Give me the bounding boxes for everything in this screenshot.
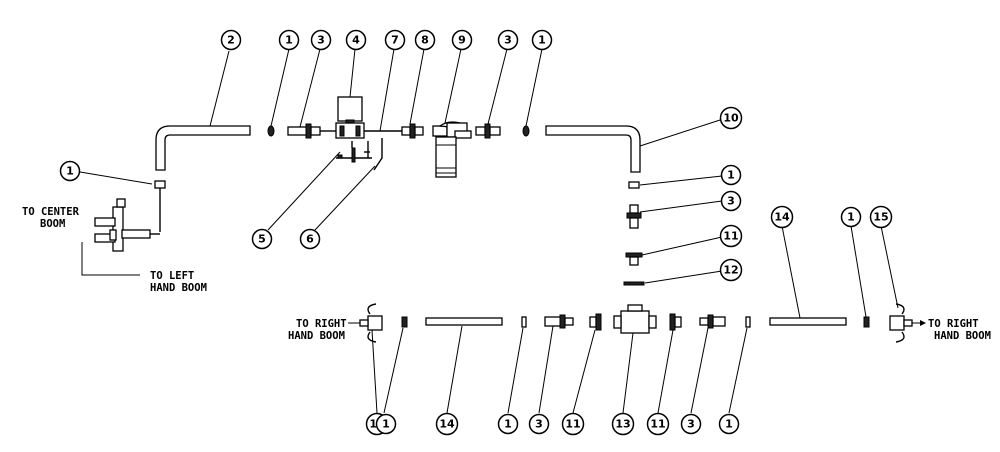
leader-lines — [79, 48, 899, 414]
to-right-hand-boom-left-label: TO RIGHT HAND BOOM — [288, 318, 353, 342]
callout-11-bottom-a: 11 — [561, 412, 585, 436]
drop-clamp — [628, 181, 640, 189]
svg-text:3: 3 — [727, 195, 735, 208]
svg-text:1: 1 — [382, 418, 390, 431]
callout-1-bottom-second: 1 — [497, 413, 519, 435]
callout-1-bottom-third: 1 — [718, 413, 740, 435]
callout-3-drop: 3 — [720, 190, 742, 212]
callout-8: 8 — [414, 29, 436, 51]
svg-text:11: 11 — [723, 230, 738, 243]
svg-text:3: 3 — [535, 418, 543, 431]
top-clamp-a — [267, 125, 275, 137]
callout-3-bottom-b: 3 — [680, 413, 702, 435]
callout-1-left-clamp: 1 — [59, 160, 81, 182]
bottom-clamp-b — [521, 316, 527, 328]
svg-text:13: 13 — [615, 418, 630, 431]
svg-text:11: 11 — [650, 418, 665, 431]
drop-gasket — [623, 281, 645, 286]
svg-text:1: 1 — [66, 165, 74, 178]
bottom-barb-fitting-b — [699, 314, 726, 329]
callout-14-left: 14 — [435, 412, 459, 436]
svg-text:3: 3 — [687, 418, 695, 431]
svg-text:8: 8 — [421, 34, 429, 47]
callout-3-bottom-a: 3 — [528, 413, 550, 435]
to-center-boom-label: TO CENTER BOOM — [22, 206, 85, 230]
svg-text:1: 1 — [538, 34, 546, 47]
callout-1-top-a: 1 — [278, 29, 300, 51]
left-elbow-hose — [155, 125, 251, 171]
callout-9: 9 — [451, 29, 473, 51]
left-nozzle-fitting — [359, 303, 383, 343]
svg-text:7: 7 — [391, 34, 399, 47]
bottom-clamp-c — [745, 316, 751, 328]
svg-text:14: 14 — [774, 211, 790, 224]
svg-text:2: 2 — [227, 34, 235, 47]
bottom-clamp-d — [863, 316, 870, 328]
svg-text:12: 12 — [723, 264, 738, 277]
bottom-clamp-a — [401, 316, 408, 328]
callout-1-top-b: 1 — [531, 29, 553, 51]
left-hose-clamp — [154, 180, 166, 189]
bottom-adapter-a — [589, 313, 602, 331]
bottom-adapter-b — [669, 313, 682, 331]
svg-text:4: 4 — [352, 34, 360, 47]
svg-text:1: 1 — [727, 169, 735, 182]
right-elbow-hose — [545, 125, 641, 173]
svg-text:1: 1 — [725, 418, 733, 431]
svg-text:3: 3 — [504, 34, 512, 47]
right-nozzle-fitting — [889, 303, 913, 343]
drop-barb-fitting — [626, 204, 642, 229]
callout-15-right: 15 — [869, 205, 893, 229]
right-arrow — [912, 320, 926, 326]
callout-4: 4 — [345, 29, 367, 51]
callout-3-top-a: 3 — [310, 29, 332, 51]
bottom-barb-fitting-a — [544, 314, 574, 329]
svg-text:10: 10 — [723, 112, 739, 125]
callout-5: 5 — [251, 228, 273, 250]
bottom-hose-right — [769, 317, 847, 326]
bracket-strap — [373, 138, 383, 171]
center-tee — [613, 304, 657, 334]
svg-text:1: 1 — [847, 211, 855, 224]
top-clamp-b — [522, 125, 530, 137]
svg-text:15: 15 — [873, 211, 888, 224]
left-tee-fitting — [94, 188, 161, 252]
mounting-bracket — [336, 141, 372, 163]
to-right-hand-boom-right-label: TO RIGHT HAND BOOM — [928, 318, 991, 342]
callout-1-right: 1 — [840, 206, 862, 228]
svg-text:1: 1 — [285, 34, 293, 47]
line-strainer — [432, 121, 472, 178]
callout-2: 2 — [220, 29, 242, 51]
svg-text:3: 3 — [317, 34, 325, 47]
left-hand-boom-leader — [81, 242, 140, 276]
callout-13: 13 — [611, 412, 635, 436]
callout-11-bottom-b: 11 — [646, 412, 670, 436]
callout-7: 7 — [384, 29, 406, 51]
svg-text:6: 6 — [306, 233, 314, 246]
callout-1-drop: 1 — [720, 164, 742, 186]
callout-14-right: 14 — [770, 205, 794, 229]
callout-10: 10 — [719, 106, 743, 130]
solenoid-valve — [320, 96, 402, 139]
callout-3-top-b: 3 — [497, 29, 519, 51]
top-barb-fitting-c — [475, 123, 501, 139]
callout-1-bottom-first: 1 — [375, 413, 397, 435]
to-left-hand-boom-label: TO LEFT HAND BOOM — [150, 270, 207, 294]
svg-text:14: 14 — [439, 418, 455, 431]
bottom-hose-left — [425, 317, 503, 326]
top-barb-fitting-b — [401, 123, 424, 139]
callout-6: 6 — [299, 228, 321, 250]
callout-12: 12 — [719, 258, 743, 282]
callout-11-drop: 11 — [719, 224, 743, 248]
drop-adapter — [625, 252, 643, 266]
top-barb-fitting-a — [287, 123, 321, 139]
svg-text:1: 1 — [504, 418, 512, 431]
svg-text:11: 11 — [565, 418, 580, 431]
svg-text:5: 5 — [258, 233, 266, 246]
svg-text:9: 9 — [458, 34, 466, 47]
